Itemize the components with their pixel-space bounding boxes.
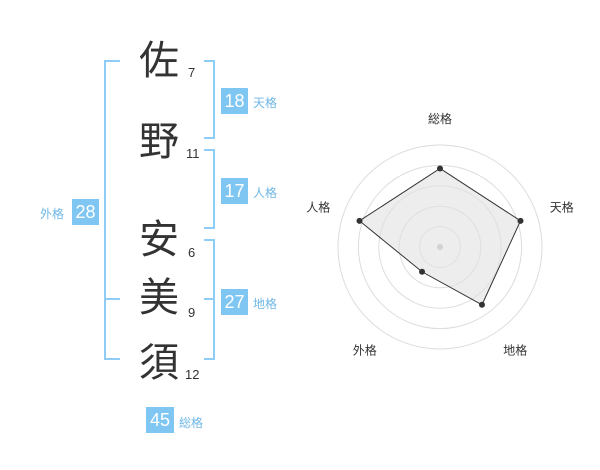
gaikaku-bracket-tick (104, 298, 120, 300)
name-char-3: 安 (139, 217, 179, 263)
radar-point-3 (478, 301, 485, 308)
stroke-count-4: 9 (188, 305, 196, 320)
radar-point-2 (517, 217, 524, 224)
chikaku-bracket-tick (204, 298, 215, 300)
jinkaku-label: 人格 (253, 186, 278, 200)
stroke-count-1: 7 (188, 65, 196, 80)
radar-axis-label-1: 総格 (428, 111, 452, 126)
radar-axis-label-2: 天格 (550, 199, 574, 214)
soukaku-label: 総格 (179, 416, 204, 430)
name-char-1: 佐 (139, 38, 179, 84)
radar-ring (337, 144, 543, 350)
gaikaku-badge: 28 (72, 199, 99, 225)
radar-axis-label-5: 人格 (306, 199, 330, 214)
tenkaku-label: 天格 (253, 96, 278, 110)
stroke-count-2: 11 (186, 146, 200, 161)
stroke-count-5: 12 (185, 367, 200, 382)
jinkaku-badge: 17 (221, 178, 248, 204)
radar-point-1 (437, 165, 443, 172)
radar-axis-label-4: 外格 (353, 343, 377, 358)
radar-series-polygon (358, 167, 522, 306)
name-char-4: 美 (139, 275, 179, 321)
gaikaku-bracket (104, 60, 120, 360)
name-char-5: 須 (139, 340, 179, 386)
stroke-count-3: 6 (188, 245, 196, 260)
tenkaku-badge: 18 (221, 88, 248, 114)
radar-ring (357, 164, 523, 330)
chikaku-label: 地格 (253, 297, 278, 311)
soukaku-badge: 45 (146, 407, 174, 433)
chikaku-badge: 27 (221, 289, 248, 315)
name-char-2: 野 (139, 119, 179, 165)
jinkaku-bracket (204, 149, 215, 229)
radar-axis-label-3: 地格 (503, 343, 527, 358)
tenkaku-bracket (204, 60, 215, 139)
radar-point-4 (419, 268, 426, 275)
gaikaku-label: 外格 (40, 207, 65, 221)
radar-point-5 (356, 217, 363, 224)
